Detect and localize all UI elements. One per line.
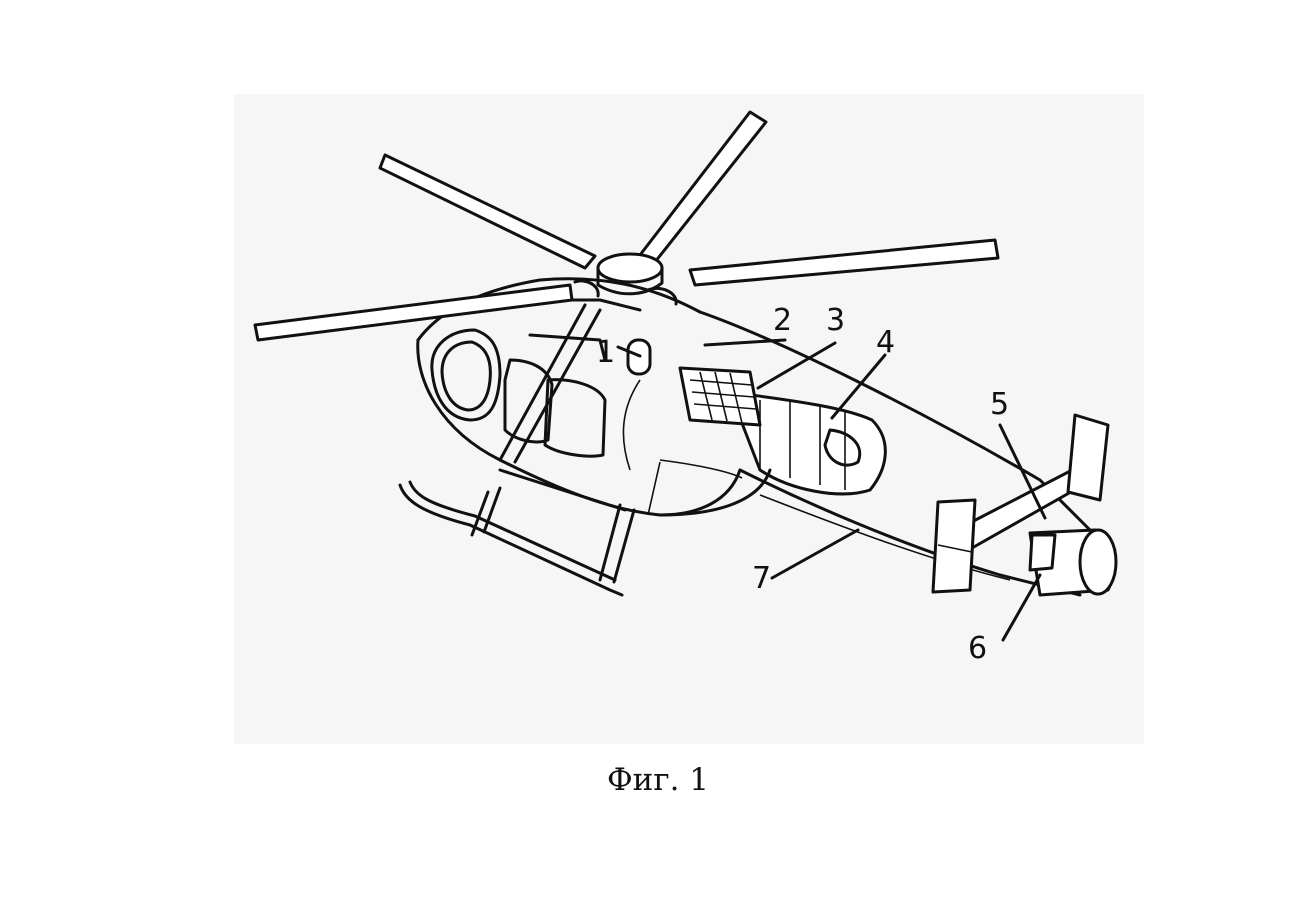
callout-5: 5 — [990, 387, 1009, 422]
engine-fairing — [728, 390, 887, 496]
tail-boom — [698, 310, 1092, 597]
callout-labels: 1 2 3 4 5 6 7 — [596, 303, 1009, 666]
main-rotor — [253, 110, 1000, 464]
tail-stabilizer — [931, 413, 1110, 594]
landing-skid — [398, 468, 636, 597]
component-3-block — [678, 366, 762, 427]
callout-2: 2 — [773, 303, 792, 338]
figure-caption: Фиг. 1 — [606, 762, 710, 798]
callout-7: 7 — [752, 561, 771, 596]
callout-6: 6 — [968, 631, 987, 666]
callout-4: 4 — [876, 325, 895, 360]
cockpit-windows — [430, 298, 642, 458]
leader-lines — [616, 338, 1047, 642]
tail-duct — [1028, 528, 1118, 597]
callout-3: 3 — [826, 303, 845, 338]
callout-1: 1 — [596, 335, 615, 370]
